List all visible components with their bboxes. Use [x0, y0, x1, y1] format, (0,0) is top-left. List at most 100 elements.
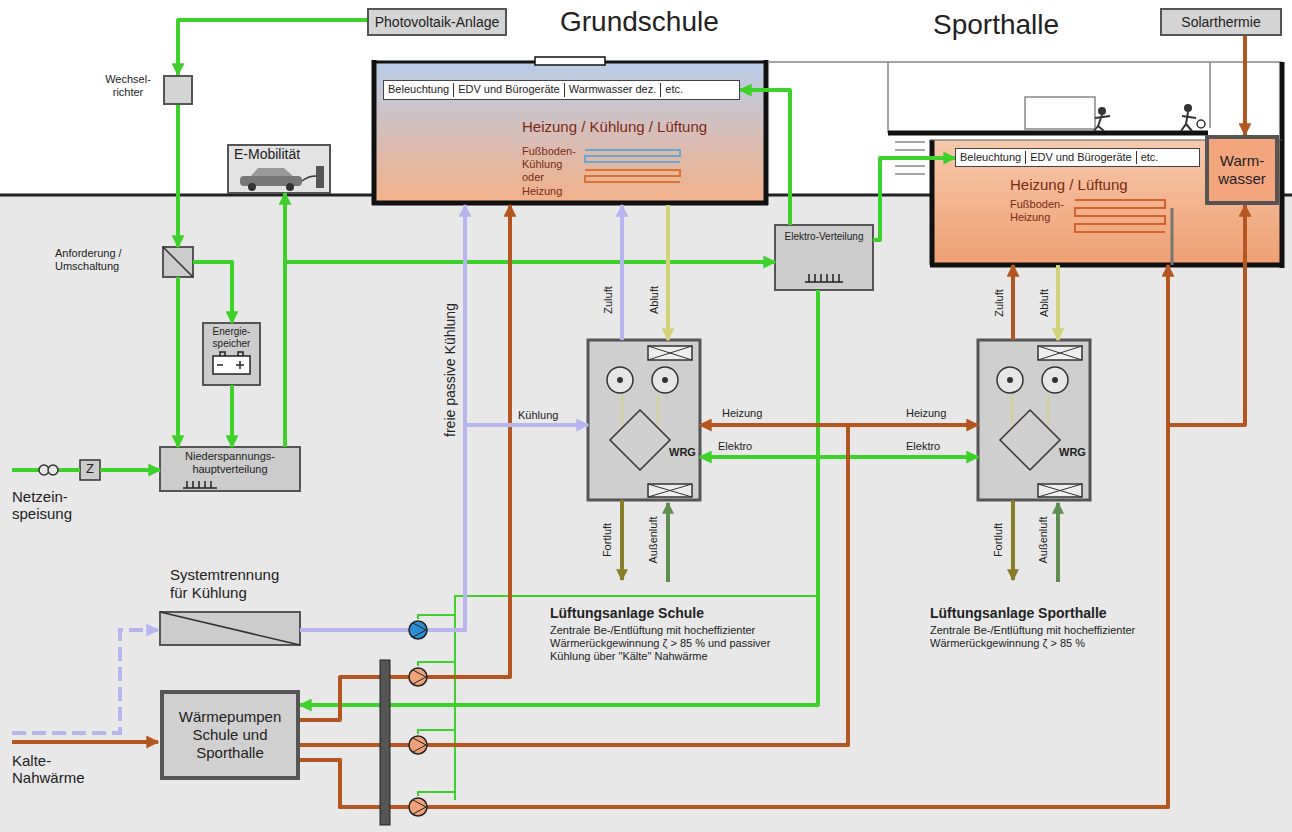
edge-label: Elektro — [906, 440, 940, 453]
free-label: Außenluft — [1037, 516, 1050, 563]
busbar-symbol — [183, 481, 217, 488]
node-text: E-Mobilität — [234, 146, 300, 163]
edge-label: Elektro — [718, 440, 752, 453]
node-text: etc. — [661, 83, 687, 96]
edge-label: freie passive Kühlung — [442, 303, 458, 437]
pump — [409, 736, 427, 754]
hot-water-box: Warm- wasser — [1205, 135, 1279, 205]
emobility: E-Mobilität — [228, 145, 330, 193]
flow-connector — [1056, 265, 1060, 340]
flow-connector — [1243, 36, 1247, 135]
node-text: Elektro-Verteilung — [775, 231, 873, 243]
ahu-hall — [978, 340, 1090, 500]
node-text: Beleuchtung — [384, 83, 454, 96]
meter: Z — [80, 460, 100, 480]
free-label: Netzein- speisung — [12, 488, 92, 523]
flow-connector — [230, 385, 234, 447]
node-text: Fußboden- Heizung — [1010, 198, 1070, 224]
flow-connector — [176, 105, 180, 247]
pump — [409, 798, 427, 816]
flow-connector — [176, 277, 180, 447]
main-distribution-box — [160, 447, 300, 491]
flow-connector — [300, 205, 465, 630]
free-label: Fortluft — [601, 523, 614, 557]
pump — [409, 621, 427, 639]
manifold — [380, 660, 390, 825]
outdoor-air — [666, 503, 670, 582]
free-label: Außenluft — [647, 516, 660, 563]
distribution-box — [775, 225, 873, 290]
node-text: Warm- wasser — [1213, 152, 1271, 188]
hall-building: SporthalleHeizung / LüftungFußboden- Hei… — [888, 8, 1285, 265]
storage-box — [203, 323, 260, 385]
figure — [1181, 112, 1196, 131]
switch-box — [163, 247, 193, 277]
heat-network-line — [12, 740, 158, 744]
ventilation-unit: WRGLüftungsanlage SchuleZentrale Be-/Ent… — [588, 340, 700, 500]
node-text: Anforderung / Umschaltung — [55, 247, 155, 273]
pump — [409, 668, 427, 686]
figure — [1094, 115, 1110, 131]
edge-label: Abluft — [648, 286, 661, 314]
cold-network-line — [12, 630, 158, 733]
school-walls — [372, 60, 768, 205]
figure-head — [1098, 107, 1106, 115]
school-interior — [374, 62, 766, 203]
node-text: Niederspannungs- hauptverteilung — [160, 450, 300, 476]
pump-symbol — [413, 623, 426, 814]
flow-connector — [300, 425, 978, 745]
node-text: Energie- speicher — [205, 326, 258, 350]
ball — [1197, 120, 1205, 128]
node-text: Grundschule — [560, 5, 719, 39]
node-text: Zentrale Be-/Entlüftung mit hocheffizien… — [550, 624, 805, 664]
school-building: GrundschuleHeizung / Kühlung / LüftungFu… — [372, 5, 768, 205]
node-text: Fußboden- Kühlung oder Heizung — [522, 145, 582, 198]
flow-connector — [300, 425, 588, 630]
grid-symbol — [48, 465, 58, 475]
pv-box: Photovoltaik-Anlage — [367, 8, 507, 36]
pump-power-lines — [418, 596, 816, 800]
free-label: Fortluft — [992, 523, 1005, 557]
charger — [316, 166, 324, 188]
separation-diagonal — [160, 612, 300, 645]
flow-connector — [700, 290, 818, 457]
skylight — [535, 57, 605, 65]
free-label: Kalte- Nahwärme — [12, 752, 92, 787]
node-text: Wechsel- richter — [97, 73, 159, 99]
outdoor-air — [1056, 503, 1060, 582]
node-text: WRG — [1059, 446, 1086, 459]
charge-cable — [302, 176, 316, 181]
edge-label: Heizung — [722, 407, 762, 420]
floor-heating-coil — [585, 170, 680, 182]
flow-connector — [178, 20, 367, 75]
busbar-symbol — [805, 274, 843, 282]
heat-pump-box: Wärmepumpen Schule und Sporthalle — [160, 690, 300, 780]
node-text: Warmwasser dez. — [565, 83, 662, 96]
exhaust-air — [620, 500, 624, 580]
separation-box — [160, 612, 300, 645]
node-text: EDV und Bürogeräte — [1026, 151, 1137, 164]
node-text: Systemtrennung für Kühlung — [170, 566, 290, 602]
flow-connector — [300, 265, 1168, 807]
ground — [0, 195, 1292, 832]
node-text: EDV und Bürogeräte — [454, 83, 565, 96]
node-text: Sporthalle — [933, 8, 1059, 42]
edge-label: Zuluft — [993, 289, 1006, 317]
flow-connector — [300, 205, 1245, 807]
flow-connector — [300, 290, 818, 705]
flow-connector — [666, 205, 670, 340]
ventilation-unit: WRGLüftungsanlage SporthalleZentrale Be-… — [978, 340, 1090, 500]
node-text: etc. — [1137, 151, 1163, 164]
node-text: Z — [80, 461, 100, 477]
flow-connector — [300, 205, 510, 720]
meter-box — [80, 460, 100, 480]
flow-connector — [620, 205, 624, 340]
flow-connector — [1011, 265, 1015, 340]
distribution: Elektro-Verteilung — [775, 225, 873, 290]
node-text: Lüftungsanlage Sporthalle — [930, 605, 1107, 622]
figure-head — [1184, 104, 1192, 112]
edge-label: Kühlung — [518, 409, 558, 422]
car-wheel — [248, 183, 256, 191]
ahu-school — [588, 340, 700, 500]
